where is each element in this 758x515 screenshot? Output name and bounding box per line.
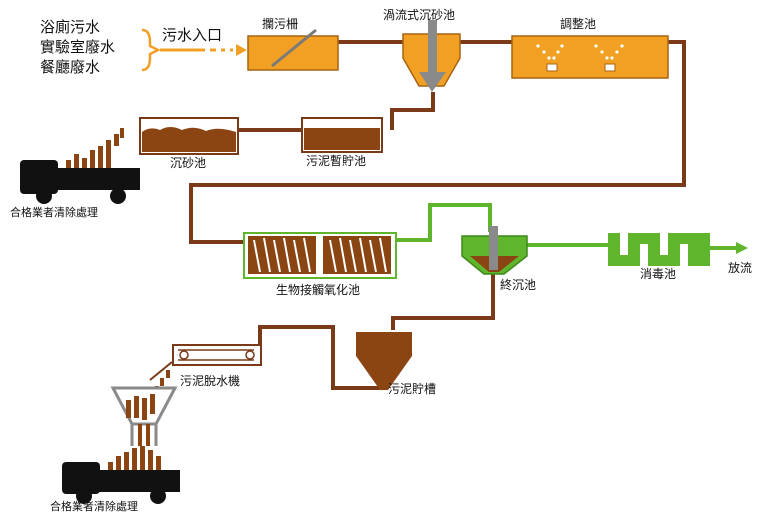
inlet-label: 污水入口 xyxy=(162,26,223,44)
grit-chamber xyxy=(139,117,239,155)
equalization-tank xyxy=(511,35,669,79)
pipe-clarifier-to-storage xyxy=(391,272,495,330)
disinfection-tank xyxy=(608,233,710,266)
green-pipes xyxy=(393,203,608,247)
outlet-label: 放流 xyxy=(728,261,753,275)
dewatering-label: 污泥脫水機 xyxy=(180,374,241,388)
vortex-grit-label: 渦流式沉砂池 xyxy=(383,8,456,22)
pipe-grit-to-sludge xyxy=(390,92,435,130)
grit-chamber-label: 沉砂池 xyxy=(170,156,207,170)
disposal-truck-upper xyxy=(20,128,140,204)
source-canteen: 餐廳廢水 xyxy=(40,58,101,76)
source-restroom: 浴廁污水 xyxy=(40,18,101,36)
disposal-label-lower: 合格業者清除處理 xyxy=(50,500,138,513)
contact-oxidation-label: 生物接觸氧化池 xyxy=(276,283,361,297)
sludge-temp-label: 污泥暫貯池 xyxy=(306,154,367,168)
final-clarifier-tank xyxy=(461,226,528,275)
sludge-storage-label: 污泥貯槽 xyxy=(388,382,437,396)
equalization-label: 調整池 xyxy=(560,17,597,31)
source-lab: 實驗室廢水 xyxy=(40,38,116,56)
vortex-grit-tank xyxy=(402,20,461,92)
sludge-storage-tank xyxy=(356,332,412,390)
pipe-oxidation-to-clarifier xyxy=(393,203,492,242)
screen-label: 攔污柵 xyxy=(262,17,299,31)
disposal-label-upper: 合格業者清除處理 xyxy=(10,206,98,219)
inlet-arrow xyxy=(160,44,247,56)
sludge-hopper xyxy=(110,386,178,446)
outlet-arrow xyxy=(710,242,748,254)
sludge-temp-tank xyxy=(301,117,383,153)
screen-tank xyxy=(247,28,339,71)
disposal-truck-lower xyxy=(62,446,180,504)
dewatering-machine xyxy=(149,344,262,396)
source-bracket xyxy=(141,28,161,72)
final-clarifier-label: 終沉池 xyxy=(500,278,537,292)
pipe-storage-to-dewater xyxy=(258,325,380,390)
brown-pipes xyxy=(189,40,686,390)
disinfection-label: 消毒池 xyxy=(640,267,677,281)
pipe-equalization-to-oxidation xyxy=(189,40,686,244)
contact-oxidation-tank xyxy=(243,232,397,279)
